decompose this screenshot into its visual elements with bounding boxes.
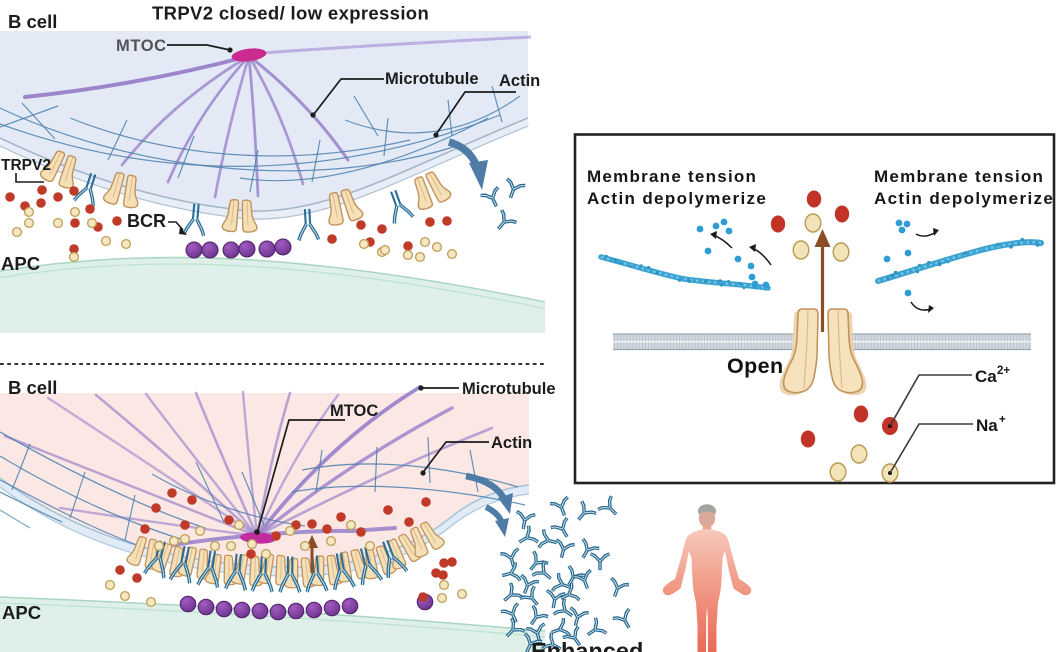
svg-text:B cell: B cell bbox=[8, 377, 57, 398]
svg-text:APC: APC bbox=[1, 253, 40, 274]
svg-text:MTOC: MTOC bbox=[116, 37, 167, 55]
svg-text:B cell: B cell bbox=[8, 11, 57, 32]
svg-text:Actin: Actin bbox=[491, 434, 532, 452]
svg-text:BCR: BCR bbox=[127, 211, 166, 231]
svg-text:Membrane tension: Membrane tension bbox=[587, 167, 757, 186]
svg-text:Actin depolymerize: Actin depolymerize bbox=[874, 189, 1054, 208]
svg-text:Microtubule: Microtubule bbox=[462, 380, 556, 398]
svg-text:Enhanced: Enhanced bbox=[531, 638, 643, 652]
svg-text:TRPV2 closed/ low expression: TRPV2 closed/ low expression bbox=[152, 3, 429, 24]
svg-text:Actin: Actin bbox=[499, 72, 540, 90]
svg-text:Ca: Ca bbox=[975, 367, 997, 386]
svg-text:TRPV2: TRPV2 bbox=[1, 157, 51, 174]
svg-text:Membrane tension: Membrane tension bbox=[874, 167, 1044, 186]
svg-text:2+: 2+ bbox=[997, 365, 1010, 377]
svg-text:Open: Open bbox=[727, 354, 784, 378]
svg-text:Microtubule: Microtubule bbox=[385, 70, 479, 88]
svg-text:Na: Na bbox=[976, 416, 998, 435]
svg-text:APC: APC bbox=[2, 602, 41, 623]
svg-text:MTOC: MTOC bbox=[330, 402, 378, 420]
svg-text:Actin depolymerize: Actin depolymerize bbox=[587, 189, 767, 208]
svg-text:+: + bbox=[999, 414, 1006, 426]
